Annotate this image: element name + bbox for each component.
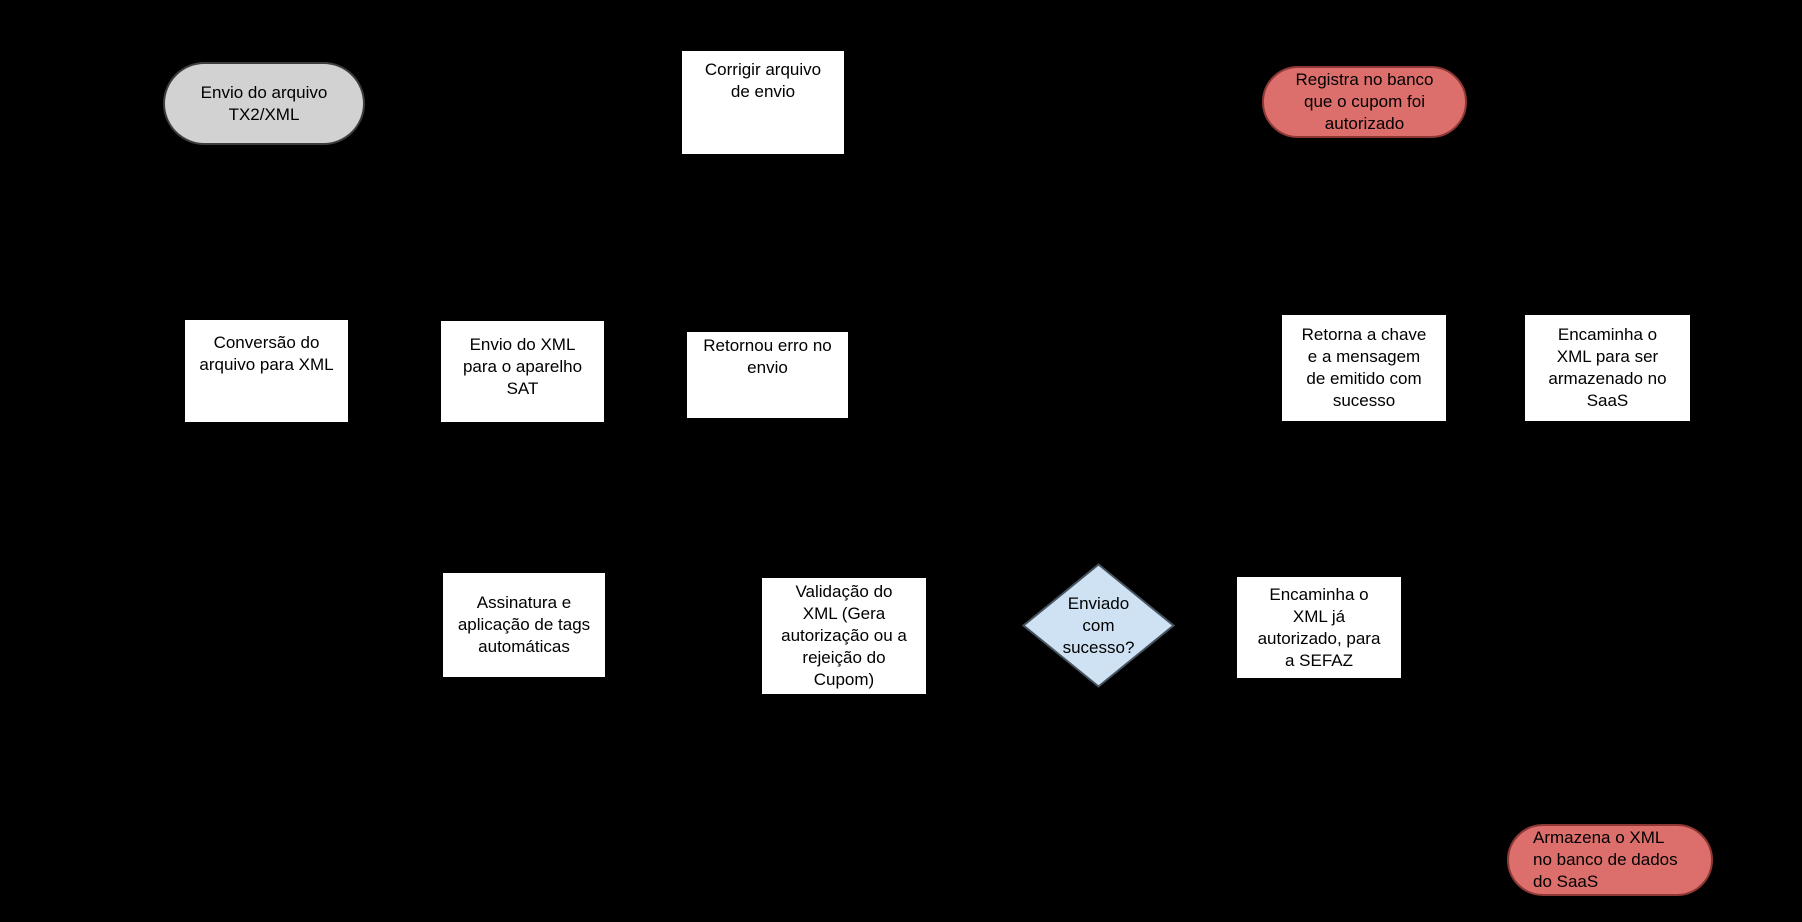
flow-node-encaminha-xml-saas: Encaminha o XML para ser armazenado no S…	[1524, 314, 1691, 422]
flow-node-registra-banco: Registra no banco que o cupom foi autori…	[1262, 66, 1467, 138]
flow-node-assinatura-tags: Assinatura e aplicação de tags automátic…	[442, 572, 606, 678]
flow-node-retornou-erro: Retornou erro no envio	[686, 331, 849, 419]
flow-node-envio-xml-sat: Envio do XML para o aparelho SAT	[440, 320, 605, 423]
flow-node-decision-enviado-sucesso: Enviado com sucesso?	[1022, 563, 1175, 688]
flow-node-corrigir-arquivo: Corrigir arquivo de envio	[681, 50, 845, 155]
flow-node-conversao-xml: Conversão do arquivo para XML	[184, 319, 349, 423]
flow-node-encaminha-sefaz: Encaminha o XML já autorizado, para a SE…	[1236, 576, 1402, 679]
flow-node-armazena-xml: Armazena o XML no banco de dados do SaaS	[1507, 824, 1713, 896]
flow-node-validacao-xml: Validação do XML (Gera autorização ou a …	[761, 577, 927, 695]
flow-node-start-envio-arquivo: Envio do arquivo TX2/XML	[163, 62, 365, 145]
decision-label: Enviado com sucesso?	[1062, 593, 1135, 657]
decision-diamond-shape	[1022, 563, 1175, 688]
flow-node-retorna-chave: Retorna a chave e a mensagem de emitido …	[1281, 314, 1447, 422]
